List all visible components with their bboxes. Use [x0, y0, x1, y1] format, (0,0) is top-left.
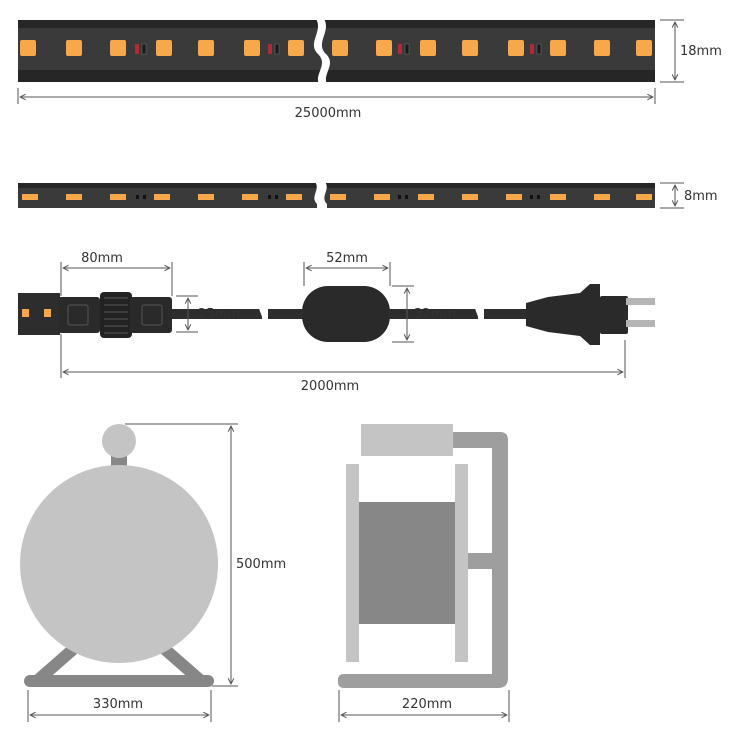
- led-chip: [508, 40, 524, 56]
- connector-right-body: [130, 297, 172, 333]
- resistor-side: [405, 195, 408, 199]
- led-chip-side: [198, 194, 214, 200]
- connector-left-clip: [67, 304, 89, 326]
- resistor-side: [398, 195, 401, 199]
- led-chip: [156, 40, 172, 56]
- cord-length-label: 2000mm: [301, 379, 359, 394]
- cable-segment: [388, 309, 478, 319]
- strip-length-label: 25000mm: [295, 106, 362, 121]
- connector-width-label: 80mm: [81, 251, 123, 266]
- led-chip-side: [22, 194, 38, 200]
- resistor: [530, 44, 534, 54]
- led-chip: [594, 40, 610, 56]
- led-chip: [376, 40, 392, 56]
- led-chip-side: [418, 194, 434, 200]
- reel-stand-leg: [32, 639, 84, 686]
- led-chip: [244, 40, 260, 56]
- strip-top-upper-edge: [18, 20, 655, 28]
- led-chip: [462, 40, 478, 56]
- strip-top-lower-edge: [18, 70, 655, 82]
- wavy-break-icon: [258, 306, 270, 322]
- driver-width-label: 52mm: [326, 251, 368, 266]
- cable-segment: [268, 309, 308, 319]
- led-chip-side: [330, 194, 346, 200]
- led-chip: [198, 40, 214, 56]
- strip-top-view: 25000mm 18mm: [17, 16, 722, 121]
- wavy-break-icon: [314, 16, 330, 88]
- strip-top-resistors: [135, 43, 542, 55]
- reel-handle-knob: [102, 424, 136, 458]
- resistor: [404, 43, 410, 55]
- cable-segment: [172, 309, 262, 319]
- reel-side-view: 500mm 330mm: [20, 423, 286, 722]
- resistor-side: [537, 195, 540, 199]
- reel-stand-leg: [154, 639, 206, 686]
- led-chip-side: [286, 194, 302, 200]
- schuko-plug-icon: [526, 284, 655, 345]
- connector-left-body: [58, 297, 100, 333]
- resistor-side: [275, 195, 278, 199]
- led-chip: [332, 40, 348, 56]
- driver-height-label: 32mm: [414, 307, 456, 322]
- wavy-break-icon: [313, 180, 327, 212]
- led-chip: [550, 40, 566, 56]
- cable-segment: [484, 309, 528, 319]
- led-chip-side: [462, 194, 478, 200]
- resistor: [536, 43, 542, 55]
- led-chip-side: [506, 194, 522, 200]
- led-chip: [66, 40, 82, 56]
- strip-top-leds: [20, 40, 652, 56]
- led-chip-side: [594, 194, 610, 200]
- connector-ribbed-collar: [100, 292, 132, 338]
- reel-width-label: 330mm: [93, 697, 143, 712]
- strip-side-top-edge: [18, 183, 655, 188]
- led-chip: [288, 40, 304, 56]
- resistor-side: [136, 195, 139, 199]
- led-chip-side: [242, 194, 258, 200]
- strip-side-view: 8mm: [18, 180, 718, 212]
- resistor: [398, 44, 402, 54]
- led-chip-side: [374, 194, 390, 200]
- led-chip-side: [550, 194, 566, 200]
- strip-end-led: [22, 309, 29, 317]
- reel-side-plate-left: [346, 464, 359, 662]
- strip-end-led: [44, 309, 51, 317]
- led-chip-side: [154, 194, 170, 200]
- led-chip-side: [636, 194, 652, 200]
- strip-height-label: 18mm: [680, 44, 722, 59]
- power-cord-assembly: 80mm 25mm 52mm 32mm 2000mm: [18, 251, 655, 394]
- resistor: [141, 43, 147, 55]
- connector-right-clip: [141, 304, 163, 326]
- led-chip-side: [66, 194, 82, 200]
- reel-front-width-label: 220mm: [402, 697, 452, 712]
- led-chip: [636, 40, 652, 56]
- resistor-side: [268, 195, 271, 199]
- resistor: [274, 43, 280, 55]
- resistor-side: [143, 195, 146, 199]
- strip-thickness-label: 8mm: [684, 189, 718, 204]
- reel-frame-crossbar: [466, 553, 496, 569]
- driver-box: [302, 286, 390, 342]
- reel-front-view: 220mm: [338, 424, 510, 722]
- reel-height-label: 500mm: [236, 557, 286, 572]
- strip-side-leds: [22, 194, 652, 200]
- resistor: [135, 44, 139, 54]
- led-chip: [20, 40, 36, 56]
- led-chip: [420, 40, 436, 56]
- wavy-break-icon: [474, 306, 486, 322]
- led-chip-side: [110, 194, 126, 200]
- resistor: [268, 44, 272, 54]
- reel-drum: [20, 465, 218, 663]
- connector-height-label: 25mm: [198, 307, 240, 322]
- resistor-side: [530, 195, 533, 199]
- reel-core: [359, 502, 455, 624]
- reel-handle-grip: [361, 424, 453, 456]
- reel-side-plate-right: [455, 464, 468, 662]
- led-chip: [110, 40, 126, 56]
